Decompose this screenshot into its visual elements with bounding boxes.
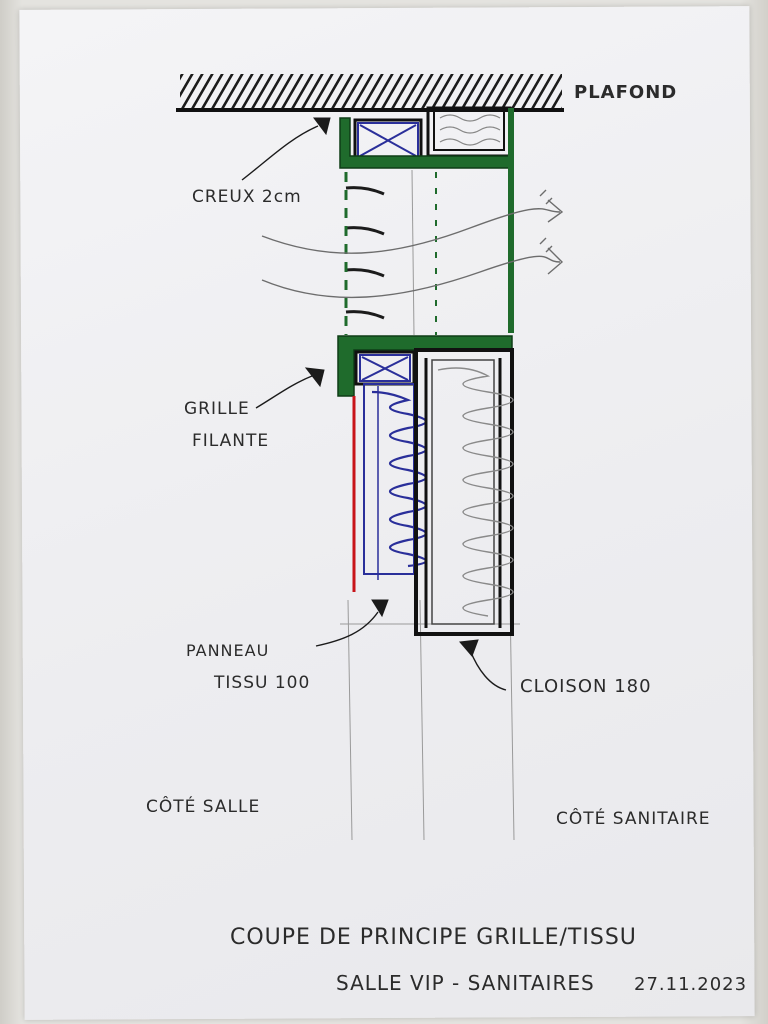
label-cote-salle: CÔTÉ SALLE	[146, 795, 260, 817]
label-panneau-line1: PANNEAU	[186, 641, 269, 660]
partition-wall	[414, 348, 514, 636]
label-cote-sanitaire: CÔTÉ SANITAIRE	[556, 807, 711, 829]
ceiling	[176, 74, 564, 112]
upper-frame	[339, 106, 514, 333]
drawing-title: COUPE DE PRINCIPE GRILLE/TISSU	[230, 925, 637, 950]
airflow-arrows	[261, 189, 564, 299]
drawing-date: 27.11.2023	[634, 974, 747, 995]
label-plafond: PLAFOND	[574, 82, 677, 103]
label-grille-line2: FILANTE	[192, 431, 269, 451]
label-panneau-line2: TISSU 100	[213, 673, 310, 693]
label-cloison: CLOISON 180	[520, 676, 652, 697]
drawing-subtitle: SALLE VIP - SANITAIRES	[336, 971, 595, 995]
leader-lines	[241, 117, 507, 691]
label-creux: CREUX 2cm	[192, 187, 302, 207]
label-grille-line1: GRILLE	[184, 399, 250, 419]
pencil-guides	[340, 169, 520, 841]
